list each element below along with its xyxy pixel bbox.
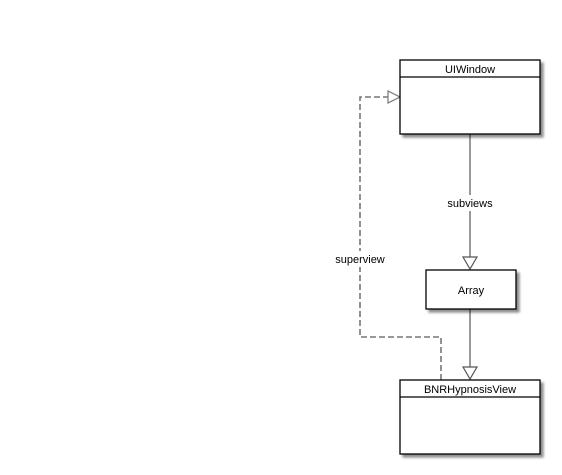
superview-arrowhead-icon bbox=[387, 90, 402, 104]
bnrhypnosisview-title: BNRHypnosisView bbox=[424, 384, 516, 396]
subviews-label-bg bbox=[442, 195, 498, 211]
bnrhypnosisview-class-box[interactable] bbox=[399, 379, 541, 455]
subviews-arrowhead-icon bbox=[461, 256, 479, 271]
array-to-view-connector[interactable] bbox=[461, 309, 479, 381]
superview-dashed-line bbox=[359, 96, 442, 380]
array-to-view-arrowhead-icon bbox=[461, 366, 479, 381]
superview-connector[interactable] bbox=[359, 90, 442, 380]
superview-label-bg bbox=[330, 251, 390, 267]
subviews-label: subviews bbox=[447, 198, 493, 210]
array-box-frame bbox=[425, 269, 517, 310]
superview-label: superview bbox=[335, 254, 385, 266]
uiwindow-class-box[interactable] bbox=[399, 59, 541, 135]
uiwindow-title: UIWindow bbox=[445, 64, 495, 76]
uiwindow-box-frame bbox=[399, 59, 541, 135]
array-box[interactable] bbox=[425, 269, 517, 310]
array-label: Array bbox=[458, 285, 485, 297]
bnrhypnosisview-box-frame bbox=[399, 379, 541, 455]
